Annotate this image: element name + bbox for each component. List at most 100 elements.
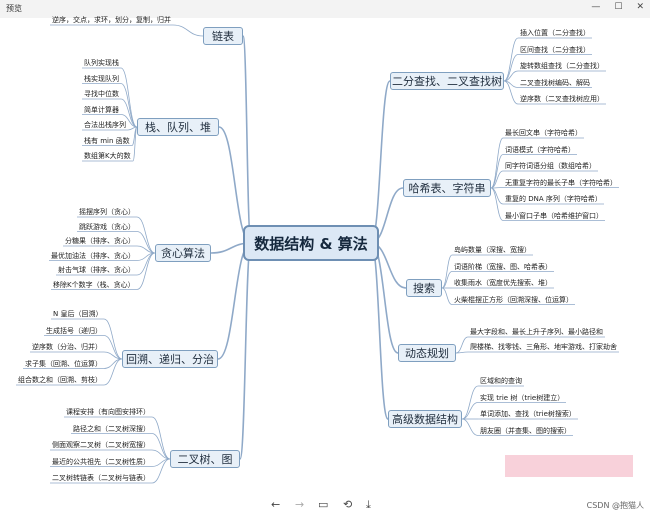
leaf-topic[interactable]: 岛屿数量（深搜、宽搜） [452,245,533,255]
link-curve [503,37,519,82]
link-curve [490,170,504,189]
branch-stack-queue-heap[interactable]: 栈、队列、堆 [137,118,219,136]
leaf-topic[interactable]: 摇摆序列（贪心） [77,207,137,217]
close-button[interactable]: ✕ [636,2,644,12]
branch-greedy[interactable]: 贪心算法 [155,244,211,262]
leaf-topic[interactable]: 合法出栈序列 [82,120,128,130]
leaf-topic-label: 逆序数（分治、归并） [32,343,102,351]
leaf-topic-label: 合法出栈序列 [84,121,126,129]
leaf-topic[interactable]: 爬楼梯、找零钱、三角形、地牢游戏、打家劫舍 [468,342,619,352]
link-curve [103,335,123,360]
leaf-topic[interactable]: 逆序数（分治、归并） [30,342,104,352]
link-curve [503,70,519,82]
link-curve [370,80,391,244]
branch-linked-list[interactable]: 链表 [203,27,243,45]
leaf-topic-label: 求子集（回溯、位运算） [25,359,102,368]
viewer-toolbar: ← → ▭ ⟲ ⤓ CSDN @抱猫人 [0,492,650,517]
leaf-topic[interactable]: 词语模式（字符哈希） [503,145,577,155]
previous-arrow-icon[interactable]: ← [271,498,281,511]
leaf-topic[interactable]: 最长回文串（字符哈希） [503,128,584,138]
leaf-topic[interactable]: 同字符词语分组（数组哈希） [503,161,598,171]
rotate-icon[interactable]: ⟲ [343,498,353,511]
branch-binary-tree-graph[interactable]: 二叉树、图 [170,450,240,468]
branch-backtracking[interactable]: 回溯、递归、分治 [122,350,218,368]
leaf-topic[interactable]: 组合数之和（回溯、剪枝） [16,375,104,385]
leaf-topic[interactable]: 课程安排（有向图安排环） [64,407,152,417]
link-curve [461,385,479,420]
leaf-topic-label: 朋友圈（并查集、图的搜索） [480,426,571,435]
leaf-topic-label: 分糖果（排序、贪心） [65,237,135,245]
leaf-topic[interactable]: N 皇后（回溯） [51,309,104,319]
leaf-topic[interactable]: 词语阶梯（宽搜、图、哈希表） [452,262,554,272]
leaf-topic-label: 单词添加、查找（trie树搜索） [480,410,576,418]
leaf-topic[interactable]: 火柴棍摆正方形（回溯深搜、位运算） [452,295,575,305]
leaf-topic[interactable]: 实现 trie 树（trie树建立） [478,393,566,403]
leaf-topic[interactable]: 栈实现队列 [82,74,121,84]
mindmap-links [16,24,619,484]
leaf-topic-label: 跳跃游戏（贪心） [79,222,135,231]
leaf-topic[interactable]: 收集雨水（宽度优先搜索、堆） [452,278,554,288]
leaf-topic[interactable]: 最大字段和、最长上升子序列、最小路径和 [468,327,605,337]
link-curve [136,252,156,290]
leaf-topic[interactable]: 重复的 DNA 序列（字符哈希） [503,194,604,204]
leaf-topic[interactable]: 最近的公共祖先（二叉树性质） [50,457,152,467]
leaf-topic[interactable]: 生成括号（递归） [44,326,104,336]
branch-binary-search[interactable]: 二分查找、二叉查找树 [390,72,504,90]
link-curve [441,271,453,289]
redaction-bar [505,455,633,477]
leaf-topic[interactable]: 简单计算器 [82,105,121,115]
branch-dynamic-programming[interactable]: 动态规划 [398,344,456,362]
leaf-topic[interactable]: 朋友圈（并查集、图的搜索） [478,426,573,436]
leaf-topic-label: 收集雨水（宽度优先搜索、堆） [454,279,552,287]
leaf-topic-label: 实现 trie 树（trie树建立） [480,393,565,402]
leaf-topic-label: 最小窗口子串（哈希维护窗口） [505,211,603,220]
leaf-topic-label: 最大字段和、最长上升子序列、最小路径和 [470,328,603,336]
fit-window-icon[interactable]: ▭ [318,498,329,511]
minimize-button[interactable]: — [591,2,601,12]
leaf-topic[interactable]: 插入位置（二分查找） [518,28,592,38]
branch-advanced-ds[interactable]: 高级数据结构 [388,410,462,428]
leaf-topic-label: 组合数之和（回溯、剪枝） [18,376,102,384]
link-curve [120,83,138,128]
central-topic[interactable]: 数据结构 & 算法 [243,225,379,261]
leaf-topic[interactable]: 分糖果（排序、贪心） [63,236,137,246]
leaf-topic-label: 二叉树转链表（二叉树与链表） [52,474,150,482]
leaf-topic[interactable]: 最优加油法（排序、贪心） [49,251,137,261]
leaf-topic-label: 词语阶梯（宽搜、图、哈希表） [454,262,552,271]
leaf-topic[interactable]: 旋转数组查找（二分查找） [518,61,606,71]
leaf-topic[interactable]: 路径之和（二叉树深搜） [71,424,152,434]
leaf-topic[interactable]: 逆序数（二叉查找树应用） [518,94,606,104]
leaf-topic-label: 逆序数（二叉查找树应用） [520,95,604,103]
leaf-topic[interactable]: 二叉查找树编码、解码 [518,78,592,88]
link-curve [461,402,479,420]
branch-search[interactable]: 搜索 [406,279,442,297]
leaf-topic-label: 最长回文串（字符哈希） [505,129,582,137]
leaf-topic[interactable]: 栈有 min 函数 [82,136,132,146]
leaf-topic[interactable]: 区域和的查询 [478,376,524,386]
leaf-topic[interactable]: 区间查找（二分查找） [518,45,592,55]
leaf-topic[interactable]: 侧面观察二叉树（二叉树宽搜） [50,440,152,450]
leaf-topic[interactable]: 移除K个数字（栈、贪心） [51,280,137,290]
leaf-topic[interactable]: 队列实现栈 [82,58,121,68]
leaf-topic-label: 简单计算器 [84,105,119,114]
branch-hash-string[interactable]: 哈希表、字符串 [403,179,491,197]
leaf-topic[interactable]: 二叉树转链表（二叉树与链表） [50,473,152,483]
leaf-topic[interactable]: 数组第K大的数 [82,151,133,161]
leaf-topic[interactable]: 最小窗口子串（哈希维护窗口） [503,211,605,221]
leaf-topic[interactable]: 求子集（回溯、位运算） [23,359,104,369]
download-icon[interactable]: ⤓ [366,498,371,511]
link-curve [461,418,479,436]
link-curve [490,154,504,189]
leaf-topic-label: 逆序，交点，求环，划分，复制，归并 [52,16,171,24]
link-curve [151,449,171,460]
leaf-topic[interactable]: 寻找中位数 [82,89,121,99]
leaf-topic[interactable]: 逆序，交点，求环，划分，复制，归并 [50,15,173,25]
link-curve [151,458,171,484]
leaf-topic-label: 栈实现队列 [84,74,119,83]
leaf-topic[interactable]: 单词添加、查找（trie树搜索） [478,409,578,419]
leaf-topic[interactable]: 无重复字符的最长子串（字符哈希） [503,178,619,188]
leaf-topic[interactable]: 跳跃游戏（贪心） [77,222,137,232]
leaf-topic[interactable]: 射击气球（排序、贪心） [56,265,137,275]
maximize-button[interactable]: ☐ [614,2,623,12]
next-arrow-icon[interactable]: → [295,498,305,511]
